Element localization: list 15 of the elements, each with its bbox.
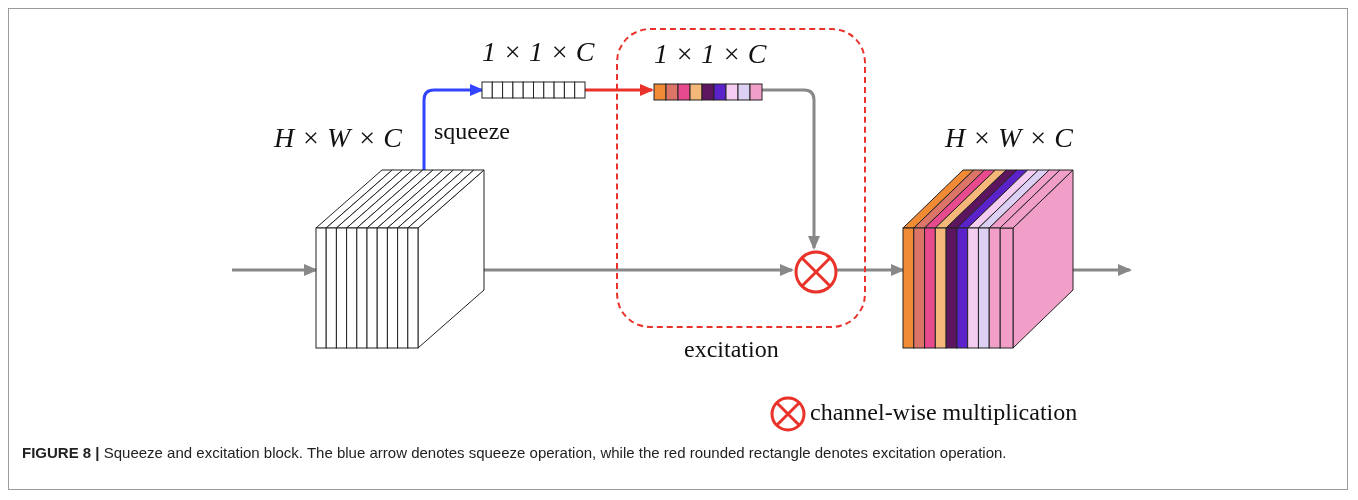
arrow xyxy=(836,264,905,276)
multiply-symbol xyxy=(794,250,838,294)
dimension-label: H × W × C xyxy=(274,122,402,154)
dimension-label: 1 × 1 × C xyxy=(654,38,767,70)
dimension-label: H × W × C xyxy=(945,122,1073,154)
dimension-label: 1 × 1 × C xyxy=(482,36,595,68)
arrow xyxy=(484,264,794,276)
group-title: excitation xyxy=(684,336,779,363)
arrow xyxy=(585,84,654,96)
arrow xyxy=(1073,264,1132,276)
arrow xyxy=(760,88,820,250)
figure-caption: FIGURE 8 | Squeeze and excitation block. The blue arrow denotes squeeze operation, while the red rounded rectangle denotes excitation operation. xyxy=(22,444,1007,461)
arrow xyxy=(422,84,484,170)
arrow xyxy=(232,264,318,276)
legend-text: channel-wise multiplication xyxy=(810,399,1078,426)
